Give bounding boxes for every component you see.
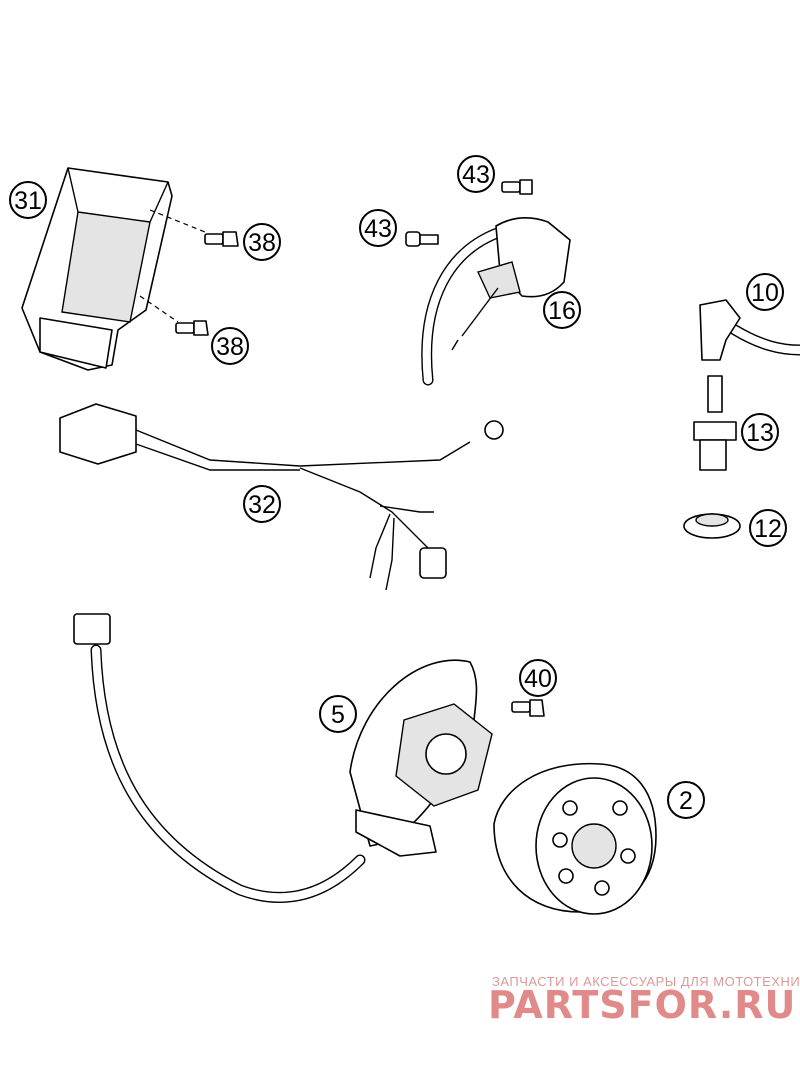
callout-12: 12 — [749, 509, 787, 547]
callout-32: 32 — [243, 485, 281, 523]
watermark: ЗАПЧАСТИ И АКСЕССУАРЫ ДЛЯ МОТОТЕХНИКИ PA… — [488, 974, 800, 1027]
spark-plug — [693, 375, 737, 471]
bolt-38-lower — [175, 320, 209, 336]
wiring-harness — [59, 403, 504, 591]
svg-text:5: 5 — [331, 701, 345, 729]
svg-text:16: 16 — [548, 297, 576, 325]
svg-text:32: 32 — [248, 491, 276, 519]
stator-lead — [73, 613, 366, 903]
flywheel — [493, 762, 657, 915]
cdi-unit — [21, 167, 173, 371]
bolt-43-upper — [501, 179, 533, 195]
leader-line-31 — [139, 209, 206, 323]
callout-38-lower: 38 — [211, 327, 249, 365]
svg-text:10: 10 — [751, 279, 779, 307]
svg-text:12: 12 — [754, 515, 782, 543]
svg-text:38: 38 — [248, 229, 276, 257]
bolt-40 — [511, 699, 545, 717]
callout-31: 31 — [9, 181, 47, 219]
svg-text:43: 43 — [462, 161, 490, 189]
svg-text:40: 40 — [524, 665, 552, 693]
spark-plug-cap — [699, 299, 800, 361]
callout-16: 16 — [543, 291, 581, 329]
callout-38-upper: 38 — [243, 223, 281, 261]
svg-text:2: 2 — [679, 787, 693, 815]
callout-43-upper: 43 — [457, 155, 495, 193]
watermark-logo: PARTSFOR.RU — [488, 983, 796, 1027]
callout-43-left: 43 — [359, 209, 397, 247]
ignition-coil — [421, 217, 571, 386]
watermark-tagline: ЗАПЧАСТИ И АКСЕССУАРЫ ДЛЯ МОТОТЕХНИКИ — [492, 974, 800, 989]
bolt-38-upper — [204, 231, 239, 247]
svg-text:38: 38 — [216, 333, 244, 361]
svg-text:13: 13 — [746, 419, 774, 447]
callout-5: 5 — [319, 695, 357, 733]
plug-washer — [683, 513, 741, 539]
callout-2: 2 — [667, 781, 705, 819]
callout-10: 10 — [746, 273, 784, 311]
stator — [349, 659, 493, 857]
svg-text:31: 31 — [14, 187, 42, 215]
callout-13: 13 — [741, 413, 779, 451]
svg-text:43: 43 — [364, 215, 392, 243]
callout-40: 40 — [519, 659, 557, 697]
bolt-43-left — [405, 231, 439, 247]
